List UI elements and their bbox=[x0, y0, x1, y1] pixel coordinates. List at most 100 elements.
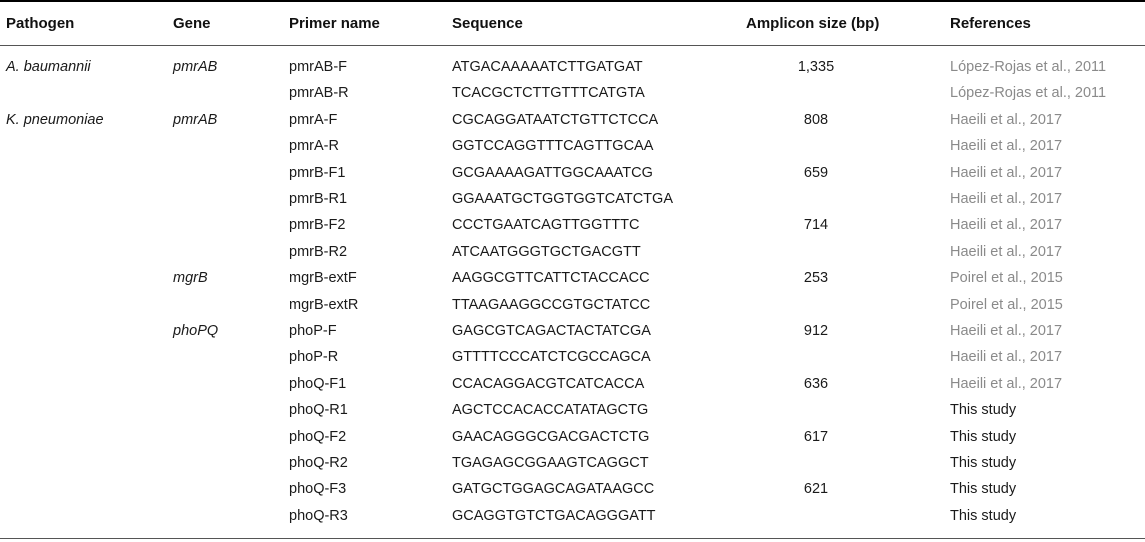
table-row: mgrB mgrB-extF AAGGCGTTCATTCTACCACC 253 Poir… bbox=[0, 265, 1145, 291]
table-row: mgrB-extR TTAAGAAGGCCGTGCTATCC Poirel et a… bbox=[0, 292, 1145, 318]
amplicon-size-cell bbox=[745, 344, 887, 370]
sequence-cell: GGTCCAGGTTTCAGTTGCAA bbox=[452, 138, 654, 155]
header-references: References bbox=[950, 15, 1031, 32]
amplicon-size-cell bbox=[745, 450, 887, 476]
primer-name-cell: pmrAB-R bbox=[289, 85, 349, 102]
reference-cell: López-Rojas et al., 2011 bbox=[950, 59, 1107, 75]
amplicon-size-cell: 714 bbox=[803, 217, 829, 234]
primer-name-cell: phoQ-R1 bbox=[289, 402, 348, 419]
table-row: pmrB-F1 GCGAAAAGATTGGCAAATCG 659 Haeili et … bbox=[0, 160, 1145, 186]
table-row: pmrA-R GGTCCAGGTTTCAGTTGCAA Haeili et al.,… bbox=[0, 133, 1145, 159]
table-row: A. baumannii pmrAB pmrAB-F ATGACAAAAATCTTGA… bbox=[0, 54, 1145, 80]
sequence-cell: GTTTTCCCATCTCGCCAGCA bbox=[452, 349, 651, 366]
table-header-row: Pathogen Gene Primer name Sequence Ampli… bbox=[0, 2, 1145, 46]
reference-cell: Poirel et al., 2015 bbox=[950, 270, 1063, 287]
table-top-rule bbox=[0, 0, 1145, 2]
sequence-cell: TTAAGAAGGCCGTGCTATCC bbox=[452, 296, 651, 313]
amplicon-size-cell bbox=[745, 503, 887, 529]
sequence-cell: CCACAGGACGTCATCACCA bbox=[452, 375, 645, 392]
sequence-cell: AGCTCCACACCATATAGCTG bbox=[452, 402, 649, 419]
reference-cell: This study bbox=[950, 428, 1017, 445]
primer-name-cell: pmrB-F2 bbox=[289, 217, 346, 234]
primer-name-cell: pmrB-R2 bbox=[289, 243, 348, 260]
reference-cell: Poirel et al., 2015 bbox=[950, 296, 1063, 313]
sequence-cell: TGAGAGCGGAAGTCAGGCT bbox=[452, 455, 649, 471]
sequence-cell: CGCAGGATAATCTGTTCTCCA bbox=[452, 111, 659, 128]
primer-name-cell: phoQ-R2 bbox=[289, 455, 348, 471]
amplicon-size-cell bbox=[745, 397, 887, 423]
reference-cell: This study bbox=[950, 455, 1017, 471]
gene-cell: pmrAB bbox=[173, 59, 218, 75]
primer-name-cell: pmrB-R1 bbox=[289, 191, 348, 207]
table-row: phoQ-F2 GAACAGGGCGACGACTCTG 617 This study bbox=[0, 424, 1145, 450]
amplicon-size-cell bbox=[745, 292, 887, 318]
reference-cell: This study bbox=[950, 402, 1017, 419]
reference-cell: Haeili et al., 2017 bbox=[950, 164, 1063, 181]
sequence-cell: AAGGCGTTCATTCTACCACC bbox=[452, 270, 650, 287]
table-row: pmrB-F2 CCCTGAATCAGTTGGTTTC 714 Haeili et a… bbox=[0, 212, 1145, 238]
amplicon-size-cell: 659 bbox=[803, 164, 829, 181]
pathogen-cell: A. baumannii bbox=[6, 59, 91, 75]
sequence-cell: GCGAAAAGATTGGCAAATCG bbox=[452, 164, 653, 181]
primer-name-cell: pmrA-R bbox=[289, 138, 339, 155]
amplicon-size-cell bbox=[745, 133, 887, 159]
primer-name-cell: pmrAB-F bbox=[289, 59, 347, 75]
amplicon-size-cell: 912 bbox=[803, 323, 829, 339]
reference-cell: Haeili et al., 2017 bbox=[950, 323, 1063, 339]
amplicon-size-cell: 253 bbox=[803, 270, 829, 287]
header-sequence: Sequence bbox=[452, 15, 523, 32]
header-amplicon-size: Amplicon size (bp) bbox=[746, 15, 880, 32]
reference-cell: Haeili et al., 2017 bbox=[950, 349, 1063, 366]
table-row: phoPQ phoP-F GAGCGTCAGACTACTATCGA 912 Haeili… bbox=[0, 318, 1145, 344]
pathogen-cell: K. pneumoniae bbox=[6, 111, 104, 128]
reference-cell: This study bbox=[950, 507, 1017, 524]
table-row: phoQ-R2 TGAGAGCGGAAGTCAGGCT This study bbox=[0, 450, 1145, 476]
primer-name-cell: mgrB-extF bbox=[289, 270, 357, 287]
amplicon-size-cell: 617 bbox=[803, 428, 829, 445]
sequence-cell: CCCTGAATCAGTTGGTTTC bbox=[452, 217, 640, 234]
primer-name-cell: pmrB-F1 bbox=[289, 164, 346, 181]
amplicon-size-cell bbox=[745, 239, 887, 265]
reference-cell: This study bbox=[950, 481, 1017, 498]
table-bottom-rule bbox=[0, 538, 1145, 539]
header-gene: Gene bbox=[173, 15, 211, 32]
amplicon-size-cell: 621 bbox=[803, 481, 829, 498]
reference-cell: Haeili et al., 2017 bbox=[950, 217, 1063, 234]
table-header-rule bbox=[0, 45, 1145, 46]
table-row: phoQ-R1 AGCTCCACACCATATAGCTG This study bbox=[0, 397, 1145, 423]
reference-cell: Haeili et al., 2017 bbox=[950, 138, 1063, 155]
reference-cell: López-Rojas et al., 2011 bbox=[950, 85, 1107, 102]
amplicon-size-cell bbox=[745, 80, 887, 106]
primer-name-cell: pmrA-F bbox=[289, 111, 338, 128]
table-row: phoQ-R3 GCAGGTGTCTGACAGGGATT This study bbox=[0, 503, 1145, 529]
amplicon-size-cell: 1,335 bbox=[797, 59, 835, 75]
gene-cell: mgrB bbox=[173, 270, 208, 287]
gene-cell: phoPQ bbox=[173, 323, 219, 339]
header-pathogen: Pathogen bbox=[6, 15, 75, 32]
primer-name-cell: phoQ-F1 bbox=[289, 375, 347, 392]
primer-name-cell: phoQ-F3 bbox=[289, 481, 347, 498]
primer-name-cell: mgrB-extR bbox=[289, 296, 359, 313]
table-row: phoQ-F3 GATGCTGGAGCAGATAAGCC 621 This study bbox=[0, 476, 1145, 502]
sequence-cell: GATGCTGGAGCAGATAAGCC bbox=[452, 481, 655, 498]
sequence-cell: GAACAGGGCGACGACTCTG bbox=[452, 428, 650, 445]
sequence-cell: ATCAATGGGTGCTGACGTT bbox=[452, 243, 641, 260]
primer-name-cell: phoP-F bbox=[289, 323, 337, 339]
header-primer-name: Primer name bbox=[289, 15, 380, 32]
primer-name-cell: phoQ-F2 bbox=[289, 428, 347, 445]
reference-cell: Haeili et al., 2017 bbox=[950, 191, 1063, 207]
sequence-cell: GAGCGTCAGACTACTATCGA bbox=[452, 323, 651, 339]
sequence-cell: ATGACAAAAATCTTGATGAT bbox=[452, 59, 643, 75]
reference-cell: Haeili et al., 2017 bbox=[950, 111, 1063, 128]
amplicon-size-cell bbox=[745, 186, 887, 212]
amplicon-size-cell: 636 bbox=[803, 375, 829, 392]
amplicon-size-cell: 808 bbox=[803, 111, 829, 128]
sequence-cell: GCAGGTGTCTGACAGGGATT bbox=[452, 507, 656, 524]
primer-name-cell: phoQ-R3 bbox=[289, 507, 348, 524]
